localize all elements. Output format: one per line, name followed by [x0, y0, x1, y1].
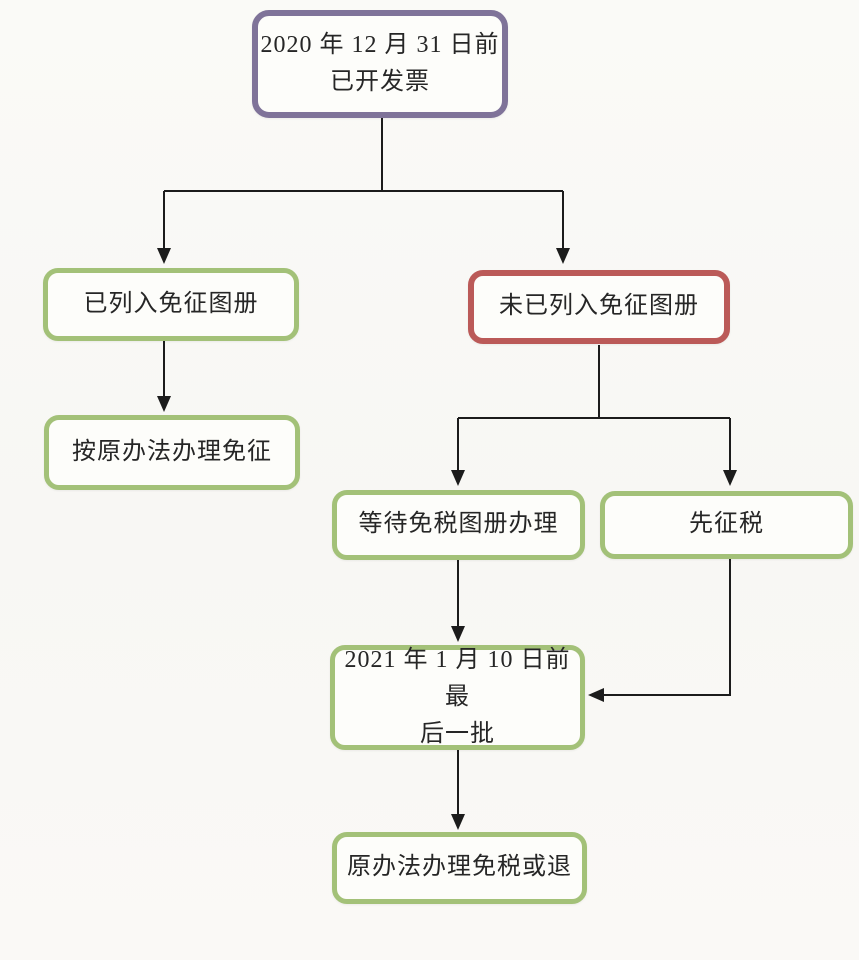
edge-not-listed-split [458, 345, 730, 419]
node-tax-first: 先征税 [600, 491, 853, 559]
node-last-batch-before-2021-01-10: 2021 年 1 月 10 日前最 后一批 [330, 645, 585, 750]
edge-listed-to-original-method [157, 340, 171, 412]
edge-not-listed-to-wait [451, 418, 465, 486]
node-listed-in-exemption-catalog: 已列入免征图册 [43, 268, 299, 341]
node-wait-exemption-catalog-processing: 等待免税图册办理 [332, 490, 585, 560]
node-not-listed-in-exemption-catalog: 未已列入免征图册 [468, 270, 730, 344]
edge-root-to-not-listed [556, 191, 570, 264]
edge-not-listed-to-tax-first [723, 418, 737, 486]
node-original-method-exempt-or-refund: 原办法办理免税或退 [332, 832, 587, 904]
node-handle-exemption-original-method: 按原办法办理免征 [44, 415, 300, 490]
edge-tax-first-to-last-batch [588, 559, 731, 702]
edge-wait-to-last-batch [451, 560, 465, 642]
edge-root-split [164, 118, 563, 192]
edge-root-to-listed [157, 191, 171, 264]
node-invoiced-before-2020-12-31: 2020 年 12 月 31 日前 已开发票 [252, 10, 508, 118]
edge-last-batch-to-refund [451, 750, 465, 830]
